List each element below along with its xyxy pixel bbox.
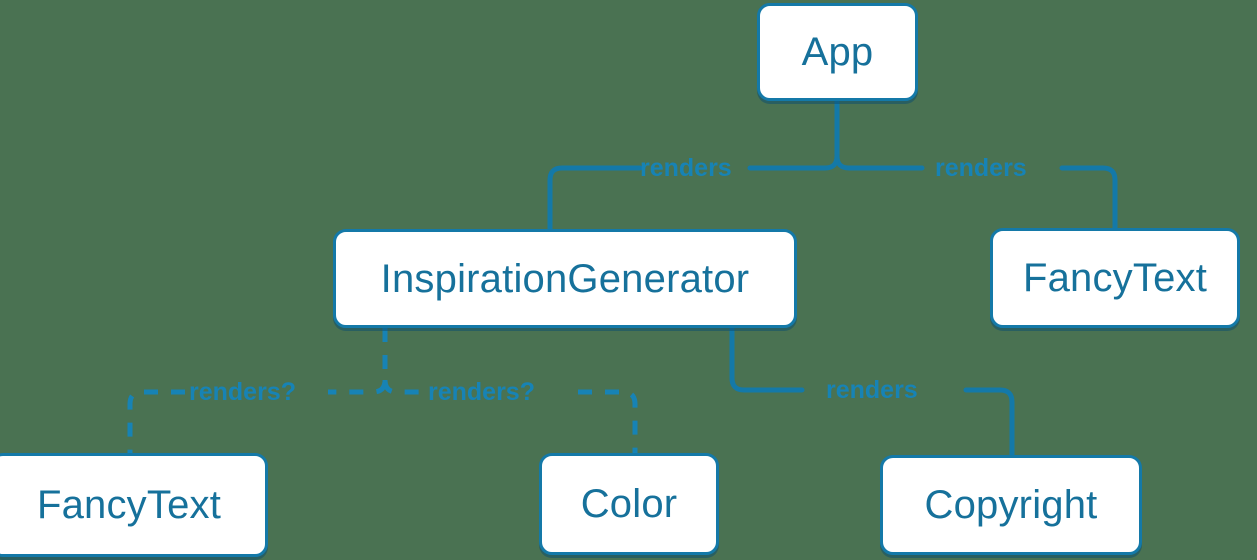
node-copyright[interactable]: Copyright	[880, 455, 1142, 555]
node-fancytext-right-label: FancyText	[1022, 256, 1208, 300]
edge-inspiration-generator-to-color	[578, 389, 638, 453]
node-app-label: App	[801, 30, 874, 74]
edge-inspiration-generator-dashed-stem	[328, 328, 388, 395]
edge-inspiration-generator-dashed-stem-right	[382, 379, 420, 395]
node-app[interactable]: App	[757, 3, 918, 101]
edge-label-inspiration-generator-to-fancytext-bottom: renders?	[189, 378, 296, 406]
node-color-label: Color	[580, 482, 678, 526]
edge-app-to-inspiration-generator	[547, 165, 643, 232]
node-fancytext-bottom[interactable]: FancyText	[0, 453, 268, 557]
edge-label-app-to-inspiration-generator: renders	[640, 154, 732, 182]
edge-app-to-fancytext-right	[1059, 165, 1118, 231]
node-color[interactable]: Color	[539, 453, 719, 555]
edge-label-inspiration-generator-to-copyright: renders	[826, 376, 918, 404]
node-fancytext-right[interactable]: FancyText	[990, 228, 1240, 328]
node-inspiration-generator-label: InspirationGenerator	[380, 256, 750, 301]
edge-inspiration-generator-to-fancytext-bottom	[127, 389, 185, 453]
edge-label-app-to-fancytext-right: renders	[935, 154, 1027, 182]
node-copyright-label: Copyright	[924, 483, 1098, 527]
edge-label-inspiration-generator-to-color: renders?	[428, 378, 535, 406]
edge-copyright-drop	[963, 387, 1015, 458]
edge-inspiration-generator-to-copyright	[729, 325, 805, 393]
node-inspiration-generator[interactable]: InspirationGenerator	[333, 229, 797, 328]
edge-app-stem	[834, 98, 925, 171]
node-fancytext-bottom-label: FancyText	[36, 483, 222, 527]
edge-app-stem-left	[747, 153, 840, 171]
